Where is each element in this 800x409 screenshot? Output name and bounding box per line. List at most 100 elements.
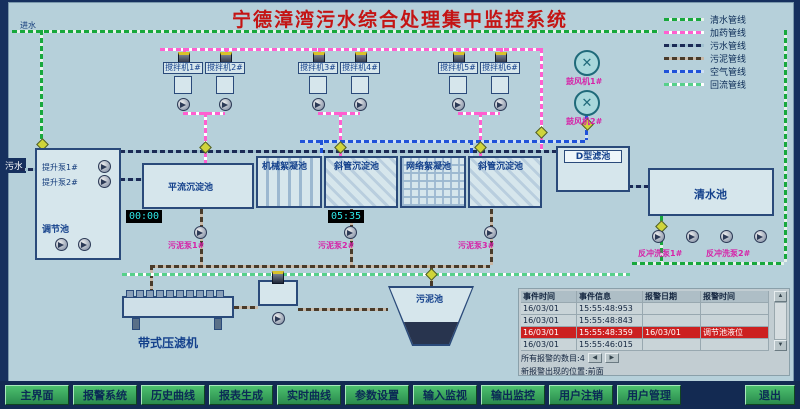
page-title: 宁德漳湾污水综合处理集中监控系统 xyxy=(231,9,568,31)
pipe-air xyxy=(470,140,473,156)
pump-icon[interactable] xyxy=(98,175,111,188)
tank-grid-floc xyxy=(400,156,466,208)
pump-icon[interactable] xyxy=(452,98,465,111)
pump-icon[interactable] xyxy=(98,160,111,173)
pump-icon[interactable] xyxy=(344,226,357,239)
taskbar-exit-button[interactable]: 退出 xyxy=(745,385,795,405)
pump-icon[interactable] xyxy=(55,238,68,251)
mixer-4[interactable]: 搅拌机4# xyxy=(340,62,380,74)
alarm-footer-pos-line: 新报警出现的位置:前面 xyxy=(521,365,787,377)
alarm-prev-button[interactable]: ◀ xyxy=(587,353,602,363)
press-leg xyxy=(214,318,222,330)
mixer-2[interactable]: 搅拌机2# xyxy=(205,62,245,74)
blower-1-label: 鼓风机1# xyxy=(566,77,603,86)
pipe-dosing xyxy=(479,112,482,156)
tank-grid-floc-label: 网络絮凝池 xyxy=(406,162,452,172)
scroll-up-button[interactable]: ▲ xyxy=(774,291,787,302)
pump-icon[interactable] xyxy=(312,98,325,111)
pump-icon[interactable] xyxy=(177,98,190,111)
taskbar-user-manage-button[interactable]: 用户管理 xyxy=(617,385,681,405)
pipe-clean-water xyxy=(632,262,784,265)
alarm-row-active[interactable]: 16/03/01 15:55:48:359 16/03/01 调节池液位 xyxy=(521,327,774,339)
tank-inclined-sed-2 xyxy=(468,156,542,208)
pump-icon[interactable] xyxy=(272,312,285,325)
tank-regulating-label: 调节池 xyxy=(42,225,70,235)
roller-icon xyxy=(186,290,194,298)
tank-clear-water-label: 清水池 xyxy=(694,188,727,201)
mixer-1[interactable]: 搅拌机1# xyxy=(163,62,203,74)
pipe-sludge xyxy=(234,306,258,309)
scrollbar-track[interactable] xyxy=(774,302,787,340)
pump-icon[interactable] xyxy=(194,226,207,239)
alarm-footer-count-line: 所有报警的数目:4 ◀ ▶ xyxy=(521,352,787,364)
alarm-scrollbar[interactable]: ▲ ▼ xyxy=(774,291,787,351)
dosing-line-icon xyxy=(664,30,704,34)
legend-item: 清水管线 xyxy=(664,14,746,26)
taskbar-alarm-button[interactable]: 报警系统 xyxy=(73,385,137,405)
sludge-line-icon xyxy=(664,56,704,60)
pump-icon[interactable] xyxy=(78,238,91,251)
dosing-tank xyxy=(491,76,509,94)
pump-icon[interactable] xyxy=(720,230,733,243)
pipe-sludge xyxy=(150,265,490,268)
pump-icon[interactable] xyxy=(652,230,665,243)
mixer-motor-icon xyxy=(272,271,284,284)
taskbar-realtime-curve-button[interactable]: 实时曲线 xyxy=(277,385,341,405)
roller-icon xyxy=(176,290,184,298)
tank-horizontal-sed-label: 平流沉淀池 xyxy=(168,183,214,193)
backwash-pump-1-label: 反冲洗泵1# xyxy=(638,249,683,258)
air-line-icon xyxy=(664,69,704,73)
tank-inclined-sed-1-label: 斜管沉淀池 xyxy=(334,162,380,172)
legend-item: 污泥管线 xyxy=(664,53,746,65)
sewage-line-icon xyxy=(664,43,704,47)
tank-mech-floc xyxy=(256,156,322,208)
taskbar-history-curve-button[interactable]: 历史曲线 xyxy=(141,385,205,405)
mixer-5[interactable]: 搅拌机5# xyxy=(438,62,478,74)
taskbar-main-button[interactable]: 主界面 xyxy=(5,385,69,405)
pipe-air xyxy=(300,140,585,143)
mixer-3[interactable]: 搅拌机3# xyxy=(298,62,338,74)
tank-d-filter-label: D型滤池 xyxy=(564,150,622,163)
pump-icon[interactable] xyxy=(354,98,367,111)
blower-fan-icon[interactable]: ✕ xyxy=(574,90,600,116)
alarm-row[interactable]: 16/03/01 15:55:48:953 xyxy=(521,303,774,315)
pipe-sludge xyxy=(150,265,153,293)
roller-icon xyxy=(126,290,134,298)
backwash-pump-2-label: 反冲洗泵2# xyxy=(706,249,751,258)
belt-press-label: 带式压滤机 xyxy=(138,336,199,350)
lift-pump-1-label: 提升泵1# xyxy=(42,163,78,172)
roller-icon xyxy=(166,290,174,298)
sludge-pump-1-label: 污泥泵1# xyxy=(168,241,205,250)
sludge-pump-2-label: 污泥泵2# xyxy=(318,241,355,250)
alarm-row[interactable]: 16/03/01 15:55:46:015 xyxy=(521,339,774,351)
alarm-table: 事件时间 事件信息 报警日期 报警时间 16/03/01 15:55:48:95… xyxy=(518,288,790,376)
pump-icon[interactable] xyxy=(219,98,232,111)
pump-icon[interactable] xyxy=(494,98,507,111)
dosing-tank xyxy=(449,76,467,94)
pipe-dosing xyxy=(204,112,207,163)
taskbar-input-monitor-button[interactable]: 输入监视 xyxy=(413,385,477,405)
pump-icon[interactable] xyxy=(754,230,767,243)
blower-fan-icon[interactable]: ✕ xyxy=(574,50,600,76)
alarm-table-header: 事件时间 事件信息 报警日期 报警时间 xyxy=(521,291,774,303)
taskbar-parameter-button[interactable]: 参数设置 xyxy=(345,385,409,405)
scroll-down-button[interactable]: ▼ xyxy=(774,340,787,351)
roller-icon xyxy=(146,290,154,298)
arrow-left-icon: ◀ xyxy=(592,355,598,361)
roller-icon xyxy=(136,290,144,298)
alarm-count-text: 所有报警的数目:4 xyxy=(521,353,585,363)
alarm-next-button[interactable]: ▶ xyxy=(604,353,619,363)
arrow-up-icon: ▲ xyxy=(777,293,784,299)
mixer-6[interactable]: 搅拌机6# xyxy=(480,62,520,74)
pump-icon[interactable] xyxy=(686,230,699,243)
tank-inclined-sed-1 xyxy=(324,156,398,208)
taskbar-report-button[interactable]: 报表生成 xyxy=(209,385,273,405)
alarm-row[interactable]: 16/03/01 15:55:48:843 xyxy=(521,315,774,327)
belt-press-body xyxy=(122,296,234,318)
roller-icon xyxy=(196,290,204,298)
tank-mech-floc-label: 机械絮凝池 xyxy=(262,162,308,172)
return-line-icon xyxy=(664,82,704,86)
taskbar-output-monitor-button[interactable]: 输出监控 xyxy=(481,385,545,405)
taskbar-user-logout-button[interactable]: 用户注销 xyxy=(549,385,613,405)
pump-icon[interactable] xyxy=(484,226,497,239)
